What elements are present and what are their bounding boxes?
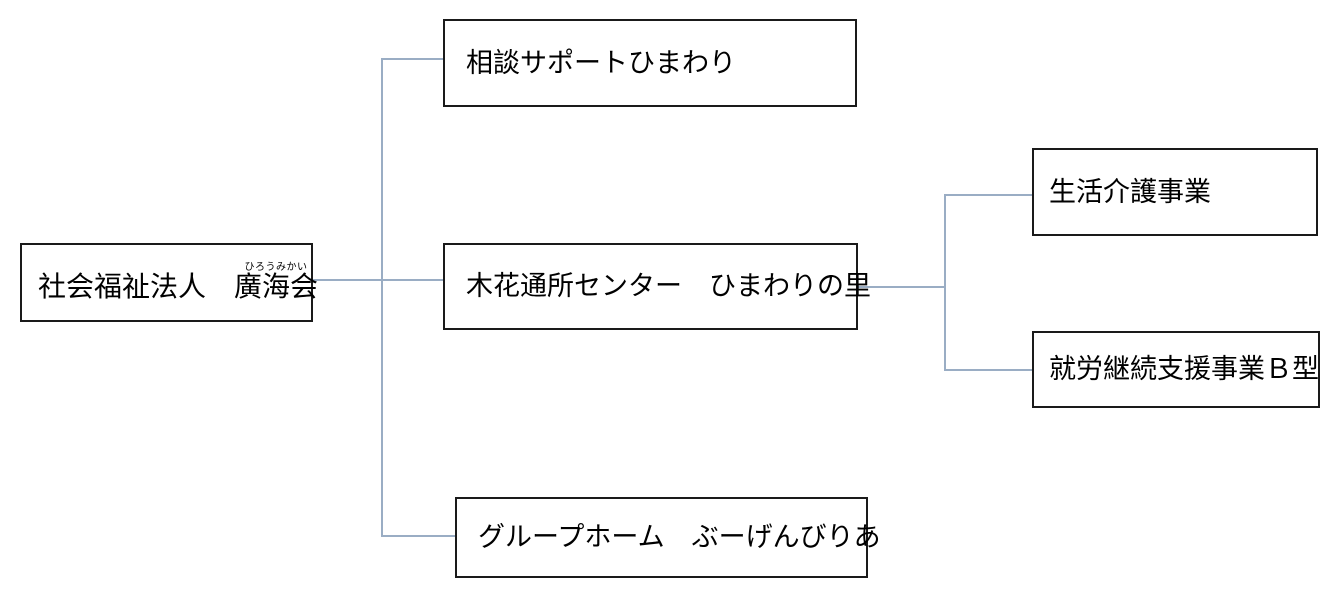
ruby-annotation-group: ひろうみかい廣海会 bbox=[234, 261, 319, 304]
connector-branch-to-kinohana bbox=[381, 279, 444, 281]
node-seikatsu-kaigo-jigyou[interactable]: 生活介護事業 bbox=[1032, 148, 1318, 236]
node-soudan-support-himawari[interactable]: 相談サポートひまわり bbox=[443, 19, 857, 107]
connector-branch-to-grouphome bbox=[381, 535, 456, 537]
connector-branch-to-shuurou bbox=[944, 369, 1033, 371]
ruby-base-text: 廣海会 bbox=[234, 272, 319, 304]
ruby-reading-text: ひろうみかい bbox=[244, 261, 308, 273]
node-root-prefix-text: 社会福祉法人 bbox=[38, 272, 235, 304]
connector-root-to-branch bbox=[313, 279, 383, 281]
node-root-label: 社会福祉法人 ひろうみかい廣海会 bbox=[22, 261, 319, 304]
node-shuurou-label: 就労継続支援事業Ｂ型 bbox=[1049, 354, 1319, 384]
node-soudan-label: 相談サポートひまわり bbox=[466, 47, 736, 78]
node-seikatsu-label: 生活介護事業 bbox=[1049, 176, 1211, 207]
connector-branch-to-seikatsu bbox=[944, 194, 1033, 196]
node-shuurou-keizoku-shien-jigyou[interactable]: 就労継続支援事業Ｂ型 bbox=[1032, 331, 1320, 408]
connector-branch-to-soudan bbox=[381, 58, 444, 60]
connector-right-vertical-trunk bbox=[944, 194, 946, 371]
connector-kinohana-to-branch bbox=[857, 286, 946, 288]
node-kinohana-center[interactable]: 木花通所センター ひまわりの里 bbox=[443, 243, 871, 330]
node-grouphome-label: グループホーム ぶーげんびりあ bbox=[478, 522, 881, 552]
connector-left-vertical-trunk bbox=[381, 58, 383, 537]
node-kinohana-label: 木花通所センター ひまわりの里 bbox=[466, 271, 871, 301]
node-root-corporation[interactable]: 社会福祉法人 ひろうみかい廣海会 bbox=[20, 243, 318, 322]
node-group-home-bougenbiria[interactable]: グループホーム ぶーげんびりあ bbox=[455, 497, 881, 578]
